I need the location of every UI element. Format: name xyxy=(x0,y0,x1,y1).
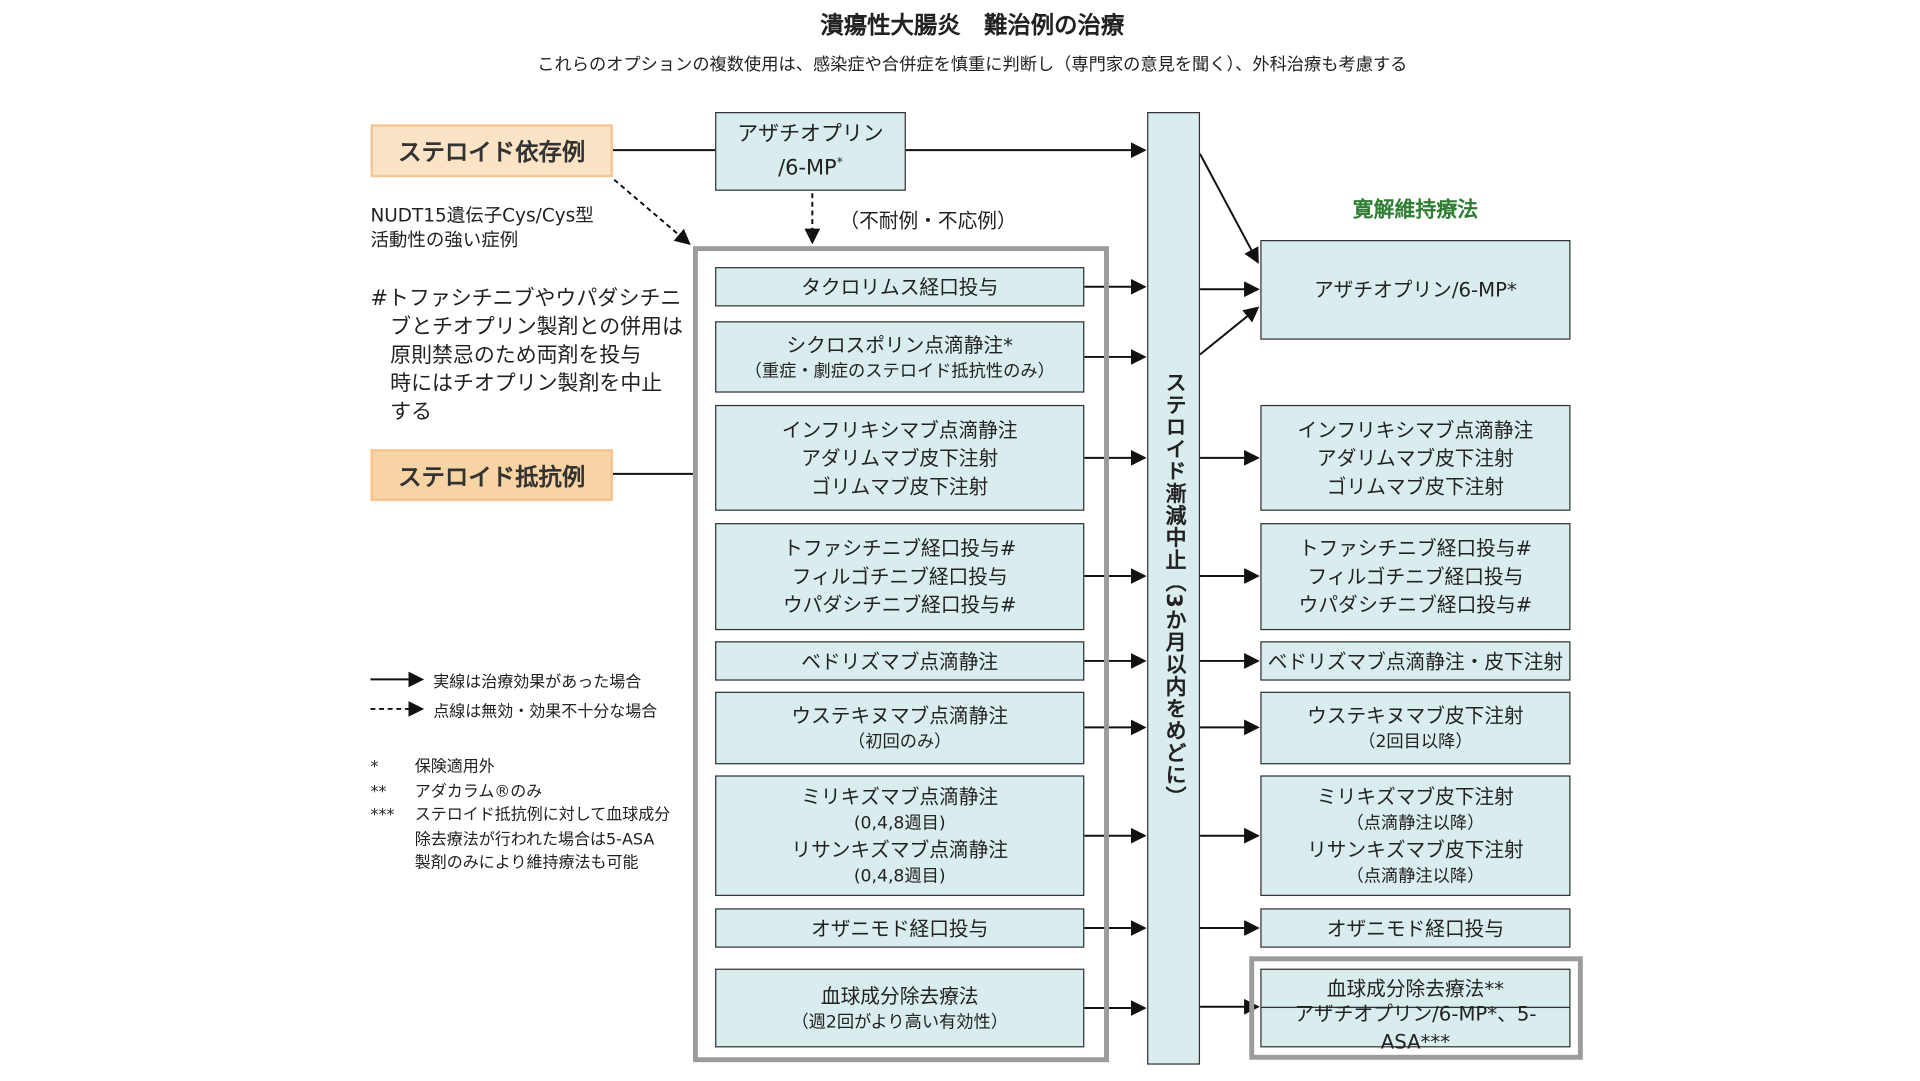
box-line: ゴリムマブ皮下注射 xyxy=(811,474,989,498)
maintenance-box: 血球成分除去療法** xyxy=(1260,968,1571,1009)
note-line: NUDT15遺伝子Cys/Cys型 xyxy=(370,204,594,227)
induction-box: ウステキヌマブ点滴静注 （初回のみ） xyxy=(715,691,1085,765)
steroid-dependent-box: ステロイド依存例 xyxy=(370,124,613,178)
box-line: （2回目以降） xyxy=(1358,732,1473,753)
footnote-text: 保険適用外 xyxy=(414,758,495,777)
steroid-resistant-box: ステロイド抵抗例 xyxy=(370,449,613,501)
footnotes: * 保険適用外 ** アダカラム®のみ *** ステロイド抵抗例に対して血球成分 除去… xyxy=(370,756,670,876)
note-line: する xyxy=(390,400,433,425)
diagram-title: 潰瘍性大腸炎 難治例の治療 xyxy=(820,12,1125,40)
box-line: トファシチニブ経口投与# xyxy=(783,536,1017,561)
maintenance-title: 寛解維持療法 xyxy=(1352,198,1479,223)
intolerant-label: （不耐例・不応例） xyxy=(839,209,1017,233)
box-line: 血球成分除去療法 xyxy=(820,984,979,1008)
legend-solid-text: 実線は治療効果があった場合 xyxy=(433,673,642,692)
box-line: （点滴静注以降） xyxy=(1346,813,1485,834)
induction-box: トファシチニブ経口投与# フィルゴチニブ経口投与ウパダシチニブ経口投与# xyxy=(715,523,1085,631)
box-subline: （初回のみ） xyxy=(848,732,952,753)
footnote-mark: ** xyxy=(370,782,387,801)
induction-box: タクロリムス経口投与 xyxy=(715,267,1085,307)
box-line: （点滴静注以降） xyxy=(1346,866,1485,887)
box-line: ウパダシチニブ経口投与# xyxy=(1298,593,1533,617)
maintenance-box: ウステキヌマブ皮下注射 （2回目以降） xyxy=(1260,691,1571,765)
maintenance-box: インフリキシマブ点滴静注アダリムマブ皮下注射ゴリムマブ皮下注射 xyxy=(1260,404,1571,511)
box-line: ウステキヌマブ点滴静注 xyxy=(791,704,1009,728)
box-line: オザニモド経口投与 xyxy=(811,916,989,940)
box-line: フィルゴチニブ経口投与 xyxy=(1307,564,1524,589)
footnote-text: アダカラム®のみ xyxy=(414,782,543,801)
induction-box: オザニモド経口投与 xyxy=(715,908,1085,948)
maintenance-box: トファシチニブ経口投与# フィルゴチニブ経口投与ウパダシチニブ経口投与# xyxy=(1260,523,1571,631)
box-line: (0,4,8週目) xyxy=(853,866,946,887)
induction-box: シクロスポリン点滴静注* （重症・劇症のステロイド抵抗性のみ） xyxy=(715,321,1085,393)
hash-note: #トファシチニブやウパダシチニ ブとチオプリン製剤との併用は 原則禁忌のため両剤… xyxy=(370,286,682,428)
note-line: 活動性の強い症例 xyxy=(370,228,519,252)
box-line: /6-MP xyxy=(778,155,837,181)
note-line: ブとチオプリン製剤との併用は xyxy=(390,315,683,340)
box-line: ウパダシチニブ経口投与# xyxy=(782,593,1017,617)
footnote-text: 除去療法が行われた場合は5-ASA xyxy=(414,830,655,849)
box-line: リサンキズマブ皮下注射 xyxy=(1307,838,1524,862)
box-line: アザチオプリン/6-MP* xyxy=(1313,278,1517,302)
box-line: アザチオプリン xyxy=(737,121,884,147)
steroid-taper-column: ステロイド漸減中止（3か月以内をめどに） xyxy=(1147,112,1201,1065)
box-line: インフリキシマブ点滴静注 xyxy=(781,417,1018,442)
box-line: ベドリズマブ点滴静注 xyxy=(801,649,999,673)
arrow xyxy=(1199,306,1260,356)
note-line: 原則禁忌のため両剤を投与 xyxy=(390,343,642,369)
footnote-mark: * xyxy=(370,758,379,777)
box-line: シクロスポリン点滴静注* xyxy=(786,332,1013,357)
maintenance-box: ミリキズマブ皮下注射 （点滴静注以降） リサンキズマブ皮下注射 （点滴静注以降） xyxy=(1260,775,1571,897)
box-line: リサンキズマブ点滴静注 xyxy=(791,838,1009,862)
footnote-mark xyxy=(370,828,414,852)
maintenance-box: アザチオプリン/6-MP*、5-ASA*** xyxy=(1260,1001,1571,1053)
induction-box: ミリキズマブ点滴静注 (0,4,8週目) リサンキズマブ点滴静注 (0,4,8週目) xyxy=(715,775,1085,897)
induction-box: インフリキシマブ点滴静注アダリムマブ皮下注射ゴリムマブ皮下注射 xyxy=(715,404,1085,511)
maintenance-frame xyxy=(1249,956,1583,1060)
note-line: 時にはチオプリン製剤を中止 xyxy=(390,371,663,397)
box-line: トファシチニブ経口投与# xyxy=(1298,536,1532,561)
dashed-arrow xyxy=(613,178,691,245)
box-line: ベドリズマブ点滴静注・皮下注射 xyxy=(1267,649,1564,673)
taper-text: ステロイド漸減中止（3か月以内をめどに） xyxy=(1160,371,1186,809)
induction-box: ベドリズマブ点滴静注 xyxy=(715,641,1085,681)
box-line: ミリキズマブ点滴静注 xyxy=(801,785,999,809)
box-line: タクロリムス経口投与 xyxy=(801,275,999,299)
box-line: アダリムマブ皮下注射 xyxy=(1316,446,1514,470)
footnote-mark: * xyxy=(836,155,843,170)
nudt15-note: NUDT15遺伝子Cys/Cys型 活動性の強い症例 xyxy=(370,203,593,252)
induction-box: 血球成分除去療法 （週2回がより高い有効性） xyxy=(715,968,1085,1048)
note-line: #トファシチニブやウパダシチニ xyxy=(370,286,682,312)
legend-dashed-text: 点線は無効・効果不十分な場合 xyxy=(433,702,658,722)
box-line: オザニモド経口投与 xyxy=(1326,916,1505,940)
box-line: アザチオプリン/6-MP*、5-ASA*** xyxy=(1294,1001,1537,1053)
footnote-text: ステロイド抵抗例に対して血球成分 xyxy=(414,806,671,825)
maintenance-box: オザニモド経口投与 xyxy=(1260,908,1571,948)
box-subline: （重症・劇症のステロイド抵抗性のみ） xyxy=(744,361,1055,381)
maintenance-box: ベドリズマブ点滴静注・皮下注射 xyxy=(1260,641,1571,681)
footnote-mark xyxy=(370,852,414,876)
footnote-text: 製剤のみにより維持療法も可能 xyxy=(414,854,639,873)
diagram-subtitle: これらのオプションの複数使用は、感染症や合併症を慎重に判断し（専門家の意見を聞く… xyxy=(537,55,1408,76)
box-line: 血球成分除去療法** xyxy=(1326,976,1505,1001)
maintenance-box: アザチオプリン/6-MP* xyxy=(1260,240,1571,340)
induction-frame xyxy=(692,246,1109,1063)
box-line: フィルゴチニブ経口投与 xyxy=(791,564,1008,589)
box-line: (0,4,8週目) xyxy=(853,813,946,834)
box-line: ウステキヌマブ皮下注射 xyxy=(1307,704,1524,728)
footnote-mark: *** xyxy=(370,806,395,825)
box-subline: （週2回がより高い有効性） xyxy=(791,1012,1008,1033)
box-line: アダリムマブ皮下注射 xyxy=(801,446,999,470)
box-line: ミリキズマブ皮下注射 xyxy=(1316,785,1514,809)
azathioprine-box: アザチオプリン /6-MP* xyxy=(715,112,906,191)
arrow xyxy=(1199,153,1259,264)
box-line: インフリキシマブ点滴静注 xyxy=(1297,417,1534,442)
box-line: ゴリムマブ皮下注射 xyxy=(1326,474,1505,498)
